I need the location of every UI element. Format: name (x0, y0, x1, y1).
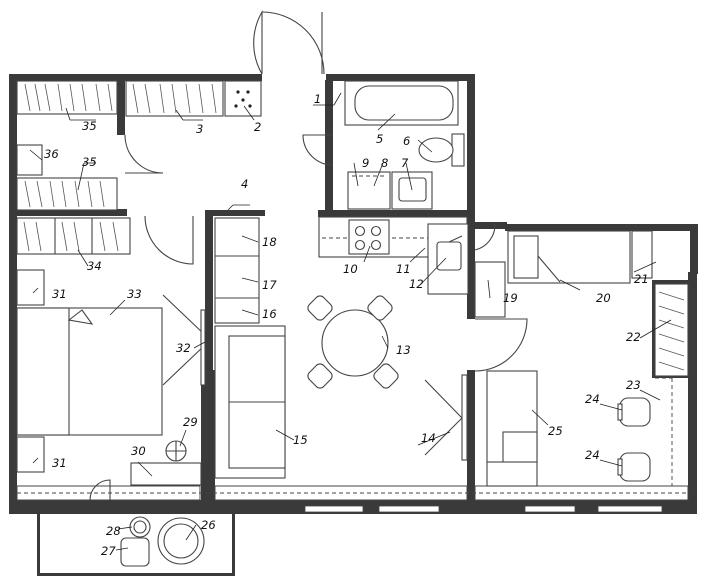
windows (16, 485, 689, 513)
sofa-15 (214, 325, 286, 479)
label-14: 14 (421, 431, 436, 445)
shelf-36 (16, 144, 43, 176)
label-6: 6 (403, 134, 410, 148)
wardrobe-35-mid (16, 177, 118, 211)
label-5: 5 (376, 132, 383, 146)
label-30: 30 (131, 444, 146, 458)
label-15: 15 (293, 433, 308, 447)
label-36: 36 (44, 147, 59, 161)
desk-23 (655, 377, 673, 486)
sink-7 (391, 171, 433, 210)
label-32: 32 (176, 341, 191, 355)
closet-19 (474, 261, 506, 318)
bed-20 (507, 230, 631, 284)
label-27: 27 (101, 544, 116, 558)
boiler-2 (224, 80, 262, 117)
desk-30 (130, 462, 202, 486)
tv-unit-14 (424, 374, 468, 461)
label-9: 9 (362, 156, 369, 170)
label-10: 10 (343, 262, 358, 276)
wardrobe-34 (16, 217, 131, 255)
label-24a: 24 (585, 392, 600, 406)
wardrobe-35-top (16, 80, 118, 115)
label-31b: 31 (52, 456, 67, 470)
label-24b: 24 (585, 448, 600, 462)
mirror-32 (162, 294, 206, 386)
label-1: 1 (314, 92, 321, 106)
label-7: 7 (401, 156, 409, 170)
label-3: 3 (196, 122, 203, 136)
label-18: 18 (262, 235, 277, 249)
chairs-24 (617, 397, 651, 482)
label-23: 23 (626, 378, 641, 392)
label-34: 34 (87, 259, 102, 273)
label-28: 28 (106, 524, 121, 538)
doors (89, 9, 528, 501)
label-33: 33 (127, 287, 142, 301)
nightstand-31-bottom (16, 436, 45, 473)
wardrobe-22 (654, 283, 689, 377)
label-35a: 35 (82, 119, 97, 133)
shelf-21 (631, 230, 653, 279)
washer-9-8 (347, 171, 391, 210)
stove-10 (348, 219, 390, 255)
label-21: 21 (634, 272, 649, 286)
label-26: 26 (201, 518, 216, 532)
label-11: 11 (396, 262, 411, 276)
dining-table-13 (307, 295, 399, 389)
label-29: 29 (183, 415, 198, 429)
sink-12 (436, 235, 463, 271)
leader-lines (29, 92, 672, 551)
toilet-6 (418, 133, 465, 167)
label-20: 20 (596, 291, 611, 305)
label-31a: 31 (52, 287, 67, 301)
bunk-25 (486, 370, 538, 487)
label-2: 2 (254, 120, 261, 134)
label-4: 4 (241, 177, 248, 191)
lamp-29 (165, 440, 187, 462)
label-35b: 35 (82, 155, 97, 169)
room-number-labels: 1 2 3 4 5 6 7 8 9 10 11 12 13 14 15 16 1… (44, 92, 649, 558)
label-13: 13 (396, 343, 411, 357)
label-22: 22 (626, 330, 641, 344)
cabinet-18-17-16 (214, 217, 260, 324)
label-25: 25 (548, 424, 563, 438)
wardrobe-3 (125, 80, 224, 117)
balcony-furniture (120, 516, 205, 567)
label-8: 8 (381, 156, 388, 170)
label-19: 19 (503, 291, 518, 305)
label-17: 17 (262, 278, 277, 292)
bathtub-5 (344, 80, 459, 126)
nightstand-31-top (16, 269, 45, 306)
bed-33 (16, 307, 163, 436)
label-16: 16 (262, 307, 277, 321)
label-12: 12 (409, 277, 424, 291)
